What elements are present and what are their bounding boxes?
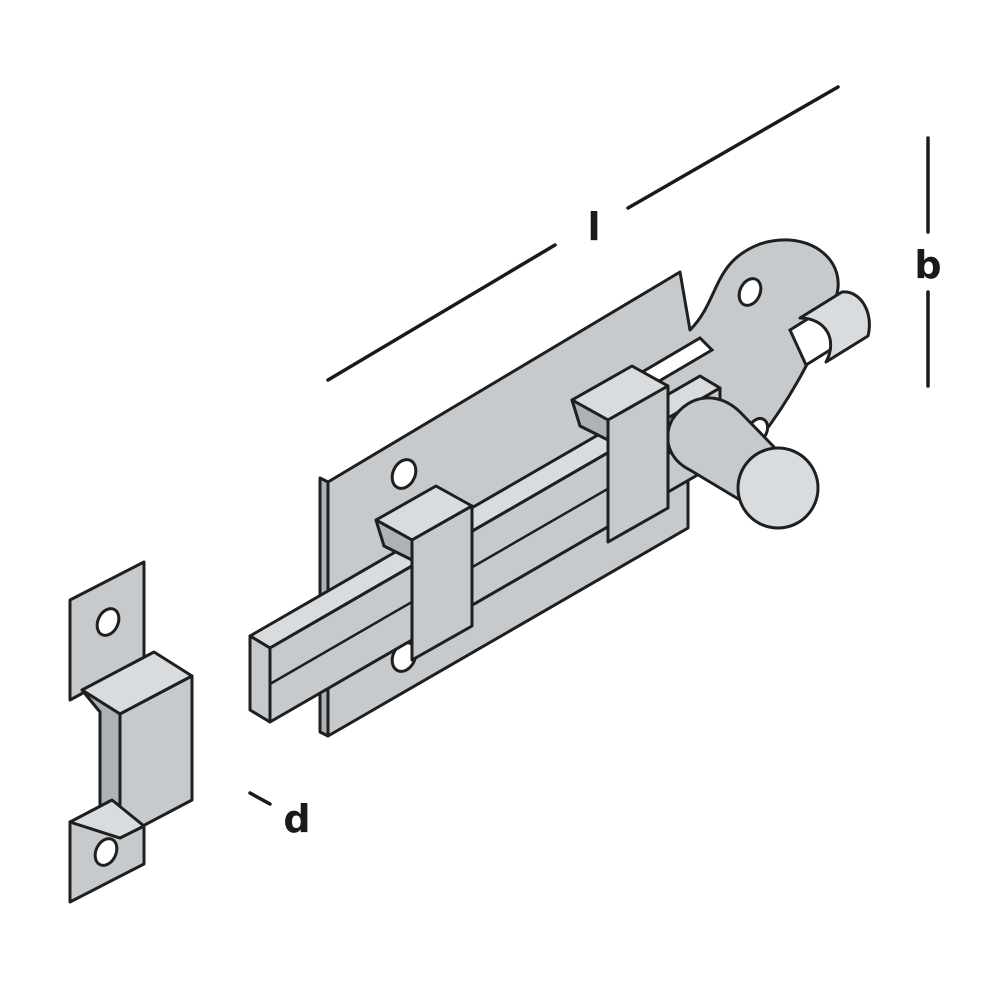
screw-hole-icon [93, 837, 119, 867]
dimension-length-line-upper [626, 85, 840, 210]
bolt-knob-ball [736, 446, 820, 530]
guide-staple-right [570, 364, 670, 544]
screw-hole-icon [95, 607, 121, 637]
staple-right-front [606, 384, 670, 544]
dimension-width-label: b [914, 243, 941, 287]
dimension-diameter: d [248, 791, 311, 841]
screw-hole-icon [390, 458, 418, 490]
dimension-diameter-tick [248, 791, 272, 806]
dimension-length: l [326, 85, 840, 382]
screw-hole-icon [737, 277, 763, 307]
dimension-diameter-label: d [283, 797, 310, 841]
dimension-width: b [914, 136, 942, 388]
staple-left-front [410, 504, 474, 662]
dimension-length-label: l [587, 205, 600, 249]
bolt-bar-end [248, 634, 272, 724]
staple-left-side [374, 518, 414, 562]
keeper-lower-flange-top [68, 798, 146, 840]
dimension-length-line-lower [326, 243, 557, 382]
bolt-knob [666, 396, 820, 530]
keeper [68, 560, 194, 904]
staple-right-side [570, 398, 610, 442]
guide-staple-left [374, 484, 474, 662]
screw-hole-icon [390, 641, 418, 673]
catch-tab [798, 290, 871, 364]
